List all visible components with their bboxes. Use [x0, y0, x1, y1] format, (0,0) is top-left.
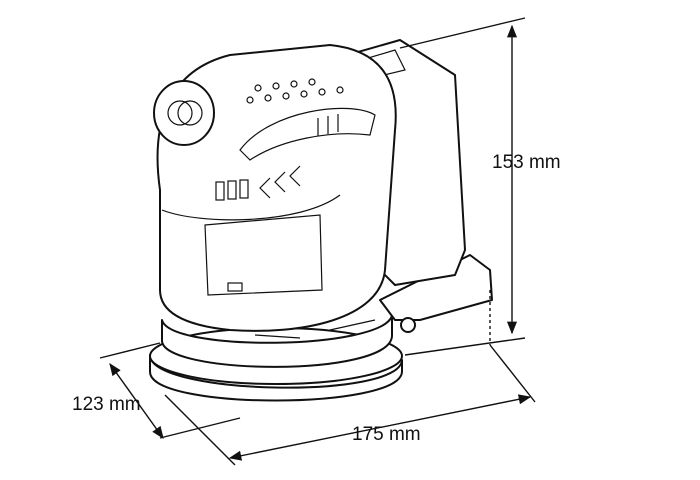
dimension-lines: [99, 17, 536, 466]
width-dimension-label: 123 mm: [72, 394, 141, 415]
vent-dots-icon: [246, 78, 344, 104]
length-dimension-label: 175 mm: [352, 424, 421, 445]
height-dimension-label: 153 mm: [492, 152, 561, 173]
sander-icon: [149, 39, 493, 402]
